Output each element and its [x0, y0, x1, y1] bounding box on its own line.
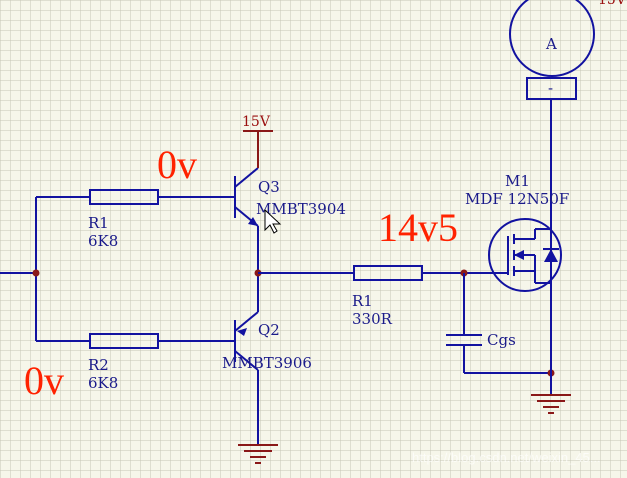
supply-label-q3: 15V: [242, 114, 271, 130]
input-junction-dot: [32, 269, 40, 277]
watermark: https://blog.csdn.net/weixin_45...: [412, 450, 601, 465]
transistor-q2: [234, 273, 259, 445]
capacitor-cgs: [446, 273, 551, 374]
cap-designator: Cgs: [487, 331, 516, 349]
resistor-r1-top: [89, 189, 159, 205]
q2-designator: Q2: [258, 321, 280, 339]
r2-value: 6K8: [88, 374, 118, 392]
r1-top-designator: R1: [88, 214, 109, 232]
ammeter-symbol: A: [545, 35, 557, 53]
annotation-top-voltage: 0v: [157, 142, 197, 187]
ammeter-minus: -: [548, 79, 553, 97]
q3-designator: Q3: [258, 178, 280, 196]
ammeter-terminal-box: [526, 77, 577, 100]
mosfet-designator: M1: [505, 172, 530, 190]
q3-emitter-arrow: [248, 217, 258, 226]
ground-main-icon: [531, 394, 571, 414]
ammeter: A -: [509, 0, 595, 100]
q3-part: MMBT3904: [256, 200, 346, 218]
r-gate-value: 330R: [352, 310, 393, 328]
annotation-bottom-voltage: 0v: [24, 358, 64, 403]
mosfet-m1: [488, 218, 562, 292]
resistor-r2: [89, 333, 159, 349]
body-diode-icon: [544, 249, 558, 262]
annotation-gate-voltage: 14v5: [378, 205, 458, 250]
input-network: [0, 196, 235, 342]
r-gate-designator: R1: [352, 292, 373, 310]
mosfet-channel-arrow: [514, 250, 524, 260]
mouse-cursor-icon: [264, 208, 282, 234]
mosfet-body-circle: [488, 218, 562, 292]
r1-top-value: 6K8: [88, 232, 118, 250]
mosfet-part: MDF 12N50F: [465, 190, 569, 208]
ammeter-circle: [509, 0, 595, 77]
ground-q2-icon: [238, 444, 278, 464]
q2-emitter-arrow: [237, 328, 247, 336]
transistor-q3: [234, 131, 259, 273]
r2-designator: R2: [88, 356, 109, 374]
q2-part: MMBT3906: [222, 354, 312, 372]
supply-label-top-right: 15V: [598, 0, 627, 8]
